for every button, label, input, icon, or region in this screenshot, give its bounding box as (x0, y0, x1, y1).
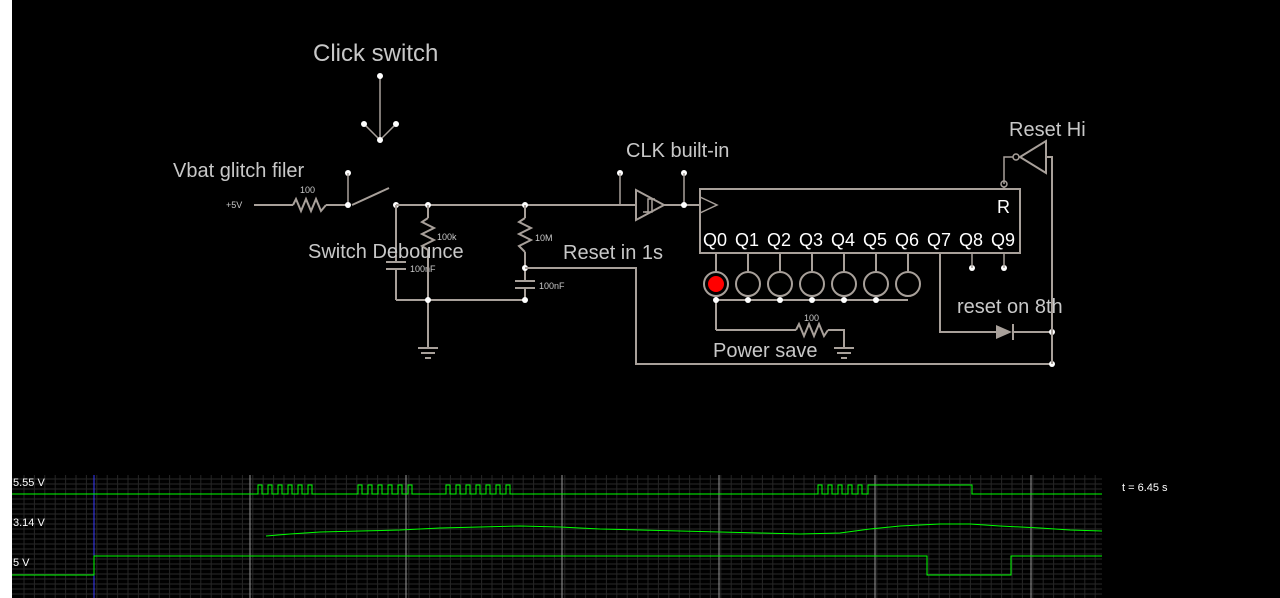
label-reset-8th: reset on 8th (957, 296, 1063, 318)
led-3 (799, 271, 825, 297)
pin-q9: Q9 (991, 230, 1015, 250)
led-lit-indicator (708, 276, 724, 292)
led-array (703, 253, 921, 297)
diode[interactable] (996, 324, 1014, 340)
click-switch-pointer-icon (361, 73, 399, 143)
capacitor-reset[interactable] (515, 280, 535, 289)
pin-q3: Q3 (799, 230, 823, 250)
resistor-reset-value: 10M (535, 233, 553, 243)
decade-counter-chip[interactable]: R Q0 Q1 Q2 Q3 Q4 Q5 Q6 Q7 Q8 Q9 (699, 188, 1021, 254)
led-2 (767, 271, 793, 297)
resistor-pullup-value: 100k (437, 232, 457, 242)
scope-ch2-label: 3.14 V (13, 517, 45, 529)
label-reset-hi: Reset Hi (1009, 119, 1086, 141)
scope-panel[interactable]: 5.55 V 3.14 V 5 V t = 6.45 s (12, 475, 1168, 598)
led-5 (863, 271, 889, 297)
capacitor-debounce[interactable] (386, 261, 406, 270)
scope-trace-3 (12, 555, 1102, 576)
pin-q1: Q1 (735, 230, 759, 250)
label-clk-builtin: CLK built-in (626, 140, 729, 162)
led-4 (831, 271, 857, 297)
source-label: +5V (226, 200, 242, 210)
pin-q0: Q0 (703, 230, 727, 250)
resistor-power[interactable] (795, 321, 829, 339)
scope-ch3-label: 5 V (13, 557, 30, 569)
resistor-glitch[interactable] (292, 196, 327, 214)
pin-q5: Q5 (863, 230, 887, 250)
label-click-switch: Click switch (313, 40, 438, 67)
pin-q7: Q7 (927, 230, 951, 250)
pin-q4: Q4 (831, 230, 855, 250)
led-0 (703, 271, 729, 297)
label-switch-debounce: Switch Debounce (308, 241, 464, 263)
schematic-canvas[interactable]: Click switch +5V 100 Vbat glitch filer 1… (12, 0, 1280, 598)
led-6 (895, 271, 921, 297)
resistor-pullup[interactable] (419, 217, 437, 251)
schmitt-buffer[interactable] (635, 188, 667, 222)
capacitor-debounce-value: 100nF (410, 264, 436, 274)
label-reset-in: Reset in 1s (563, 242, 663, 264)
scope-time-readout: t = 6.45 s (1122, 482, 1168, 494)
label-power-save: Power save (713, 340, 818, 362)
pin-q8: Q8 (959, 230, 983, 250)
resistor-power-value: 100 (804, 313, 819, 323)
inverter-gate[interactable] (1012, 139, 1047, 175)
pin-q2: Q2 (767, 230, 791, 250)
pin-reset: R (997, 197, 1010, 217)
pin-q6: Q6 (895, 230, 919, 250)
ground-icon (834, 347, 854, 359)
scope-trace-2 (265, 523, 1103, 537)
circuit-schematic[interactable]: Click switch +5V 100 Vbat glitch filer 1… (12, 0, 1280, 598)
push-switch[interactable] (345, 170, 399, 208)
window-edge (0, 0, 12, 598)
scope-trace-1 (12, 484, 1102, 495)
ground-icon (418, 347, 438, 359)
scope-ch1-label: 5.55 V (13, 477, 45, 489)
label-vbat-glitch: Vbat glitch filer (173, 160, 305, 182)
led-1 (735, 271, 761, 297)
capacitor-reset-value: 100nF (539, 281, 565, 291)
resistor-reset[interactable] (516, 217, 534, 253)
resistor-glitch-value: 100 (300, 185, 315, 195)
